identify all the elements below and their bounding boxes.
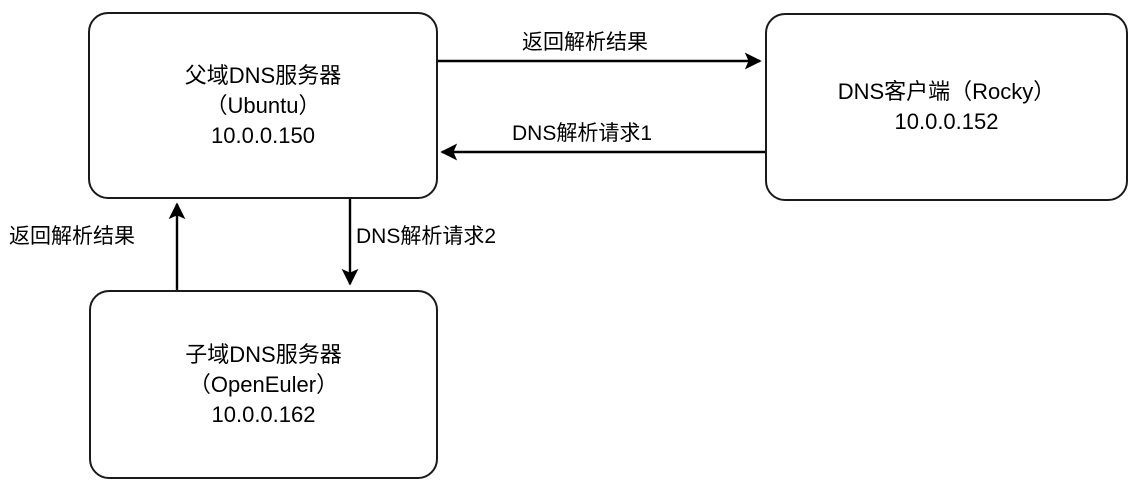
edge-label-dns-request-2: DNS解析请求2 [356, 225, 497, 248]
edge-label-return-result-left: 返回解析结果 [9, 225, 135, 248]
node-dns-client-role: DNS客户端（Rocky） [837, 79, 1056, 104]
node-dns-client-ip: 10.0.0.152 [894, 109, 999, 134]
node-child-dns-role: 子域DNS服务器 [185, 341, 342, 367]
node-child-dns-os: （OpenEuler） [188, 371, 339, 397]
edge-label-return-result-top: 返回解析结果 [522, 31, 648, 54]
node-parent-dns-server[interactable]: 父域DNS服务器 （Ubuntu） 10.0.0.150 [88, 12, 438, 199]
node-child-dns-server[interactable]: 子域DNS服务器 （OpenEuler） 10.0.0.162 [89, 290, 438, 479]
edge-label-dns-request-1: DNS解析请求1 [512, 122, 653, 145]
node-child-dns-ip: 10.0.0.162 [211, 401, 316, 427]
node-parent-dns-ip: 10.0.0.150 [211, 122, 315, 148]
node-parent-dns-os: （Ubuntu） [205, 92, 321, 118]
node-parent-dns-role: 父域DNS服务器 [184, 62, 342, 88]
node-dns-client[interactable]: DNS客户端（Rocky） 10.0.0.152 [765, 13, 1128, 201]
